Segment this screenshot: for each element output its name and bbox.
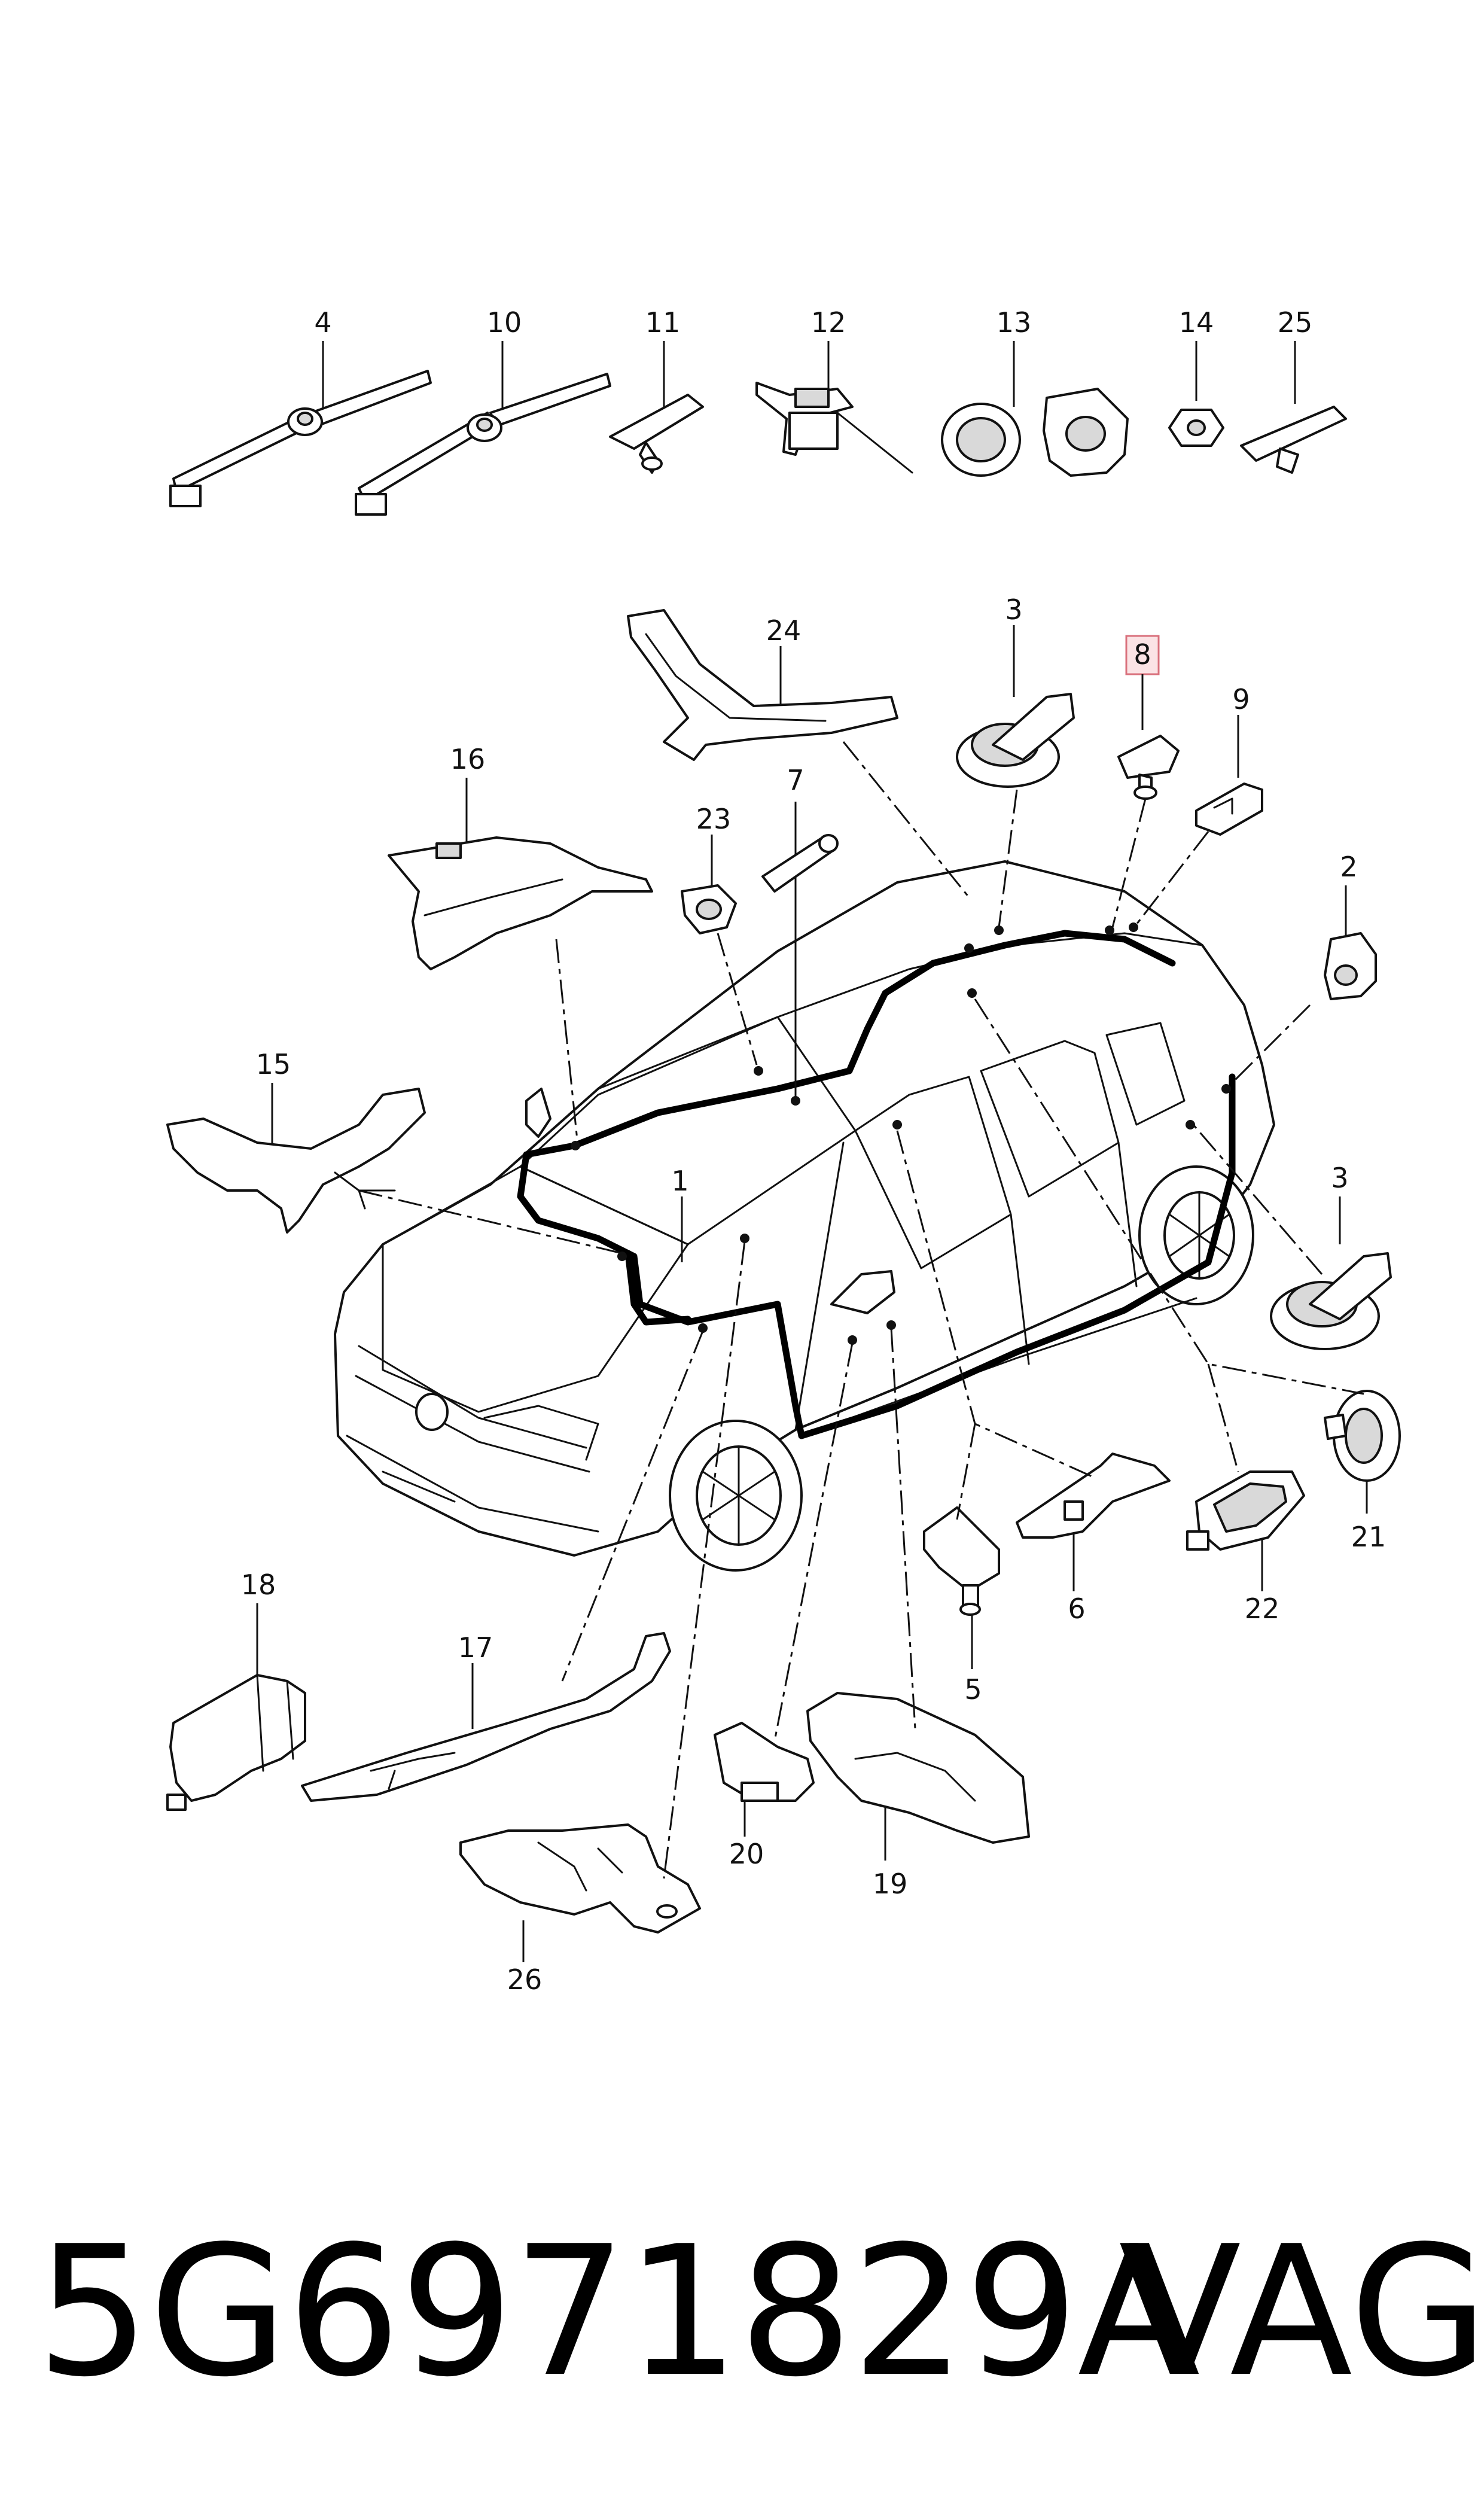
callout-4: 4 xyxy=(314,306,331,339)
callout-5: 5 xyxy=(964,1673,982,1706)
part-25-bracket xyxy=(1240,341,1347,474)
callout-20: 20 xyxy=(729,1838,764,1870)
callout-7: 7 xyxy=(787,764,804,796)
wiring-harness-main xyxy=(624,1250,691,1326)
callout-2: 2 xyxy=(1340,851,1357,883)
part-18-bracket xyxy=(166,1603,306,1811)
part-19-bracket xyxy=(806,1692,1030,1861)
part-9-bracket xyxy=(1195,715,1263,836)
part-3-grommet-right xyxy=(1270,1196,1392,1350)
callout-10: 10 xyxy=(487,306,522,339)
part-4-cable-tie xyxy=(169,341,432,507)
part-17-sill xyxy=(301,1632,671,1802)
part-13-grommet xyxy=(941,341,1129,477)
part-5-clip xyxy=(923,1506,1000,1669)
callout-13: 13 xyxy=(997,306,1032,339)
part-12-connector-holder xyxy=(755,341,913,474)
callout-3-right: 3 xyxy=(1331,1162,1348,1194)
part-10-cable-tie xyxy=(355,341,611,516)
wiring-harness-roof xyxy=(571,930,1176,1149)
callout-14: 14 xyxy=(1179,306,1214,339)
brand-name: VAG xyxy=(1119,2208,1484,2416)
callout-19: 19 xyxy=(873,1868,908,1900)
part-14-nut xyxy=(1168,341,1224,447)
part-20-clip xyxy=(714,1722,815,1837)
part-7-tube xyxy=(761,802,839,1101)
callout-22: 22 xyxy=(1245,1593,1280,1625)
callout-8: 8 xyxy=(1133,638,1151,671)
part-2-clip xyxy=(1324,885,1377,1000)
part-number: 5G6971829A xyxy=(36,2208,1200,2416)
callout-24: 24 xyxy=(766,614,802,647)
callout-26: 26 xyxy=(507,1963,543,1996)
callout-3-top: 3 xyxy=(1005,593,1022,626)
wiring-harness xyxy=(517,1073,1236,1439)
part-8-clip-highlighted xyxy=(1117,635,1180,800)
part-3-grommet-top xyxy=(956,625,1075,788)
callout-1: 1 xyxy=(671,1165,688,1197)
part-26-bracket xyxy=(459,1823,701,1962)
part-11-clip xyxy=(609,341,704,474)
callout-15: 15 xyxy=(256,1048,291,1080)
part-6-bracket xyxy=(1016,1453,1171,1591)
callout-18: 18 xyxy=(241,1569,276,1601)
part-22-grommet xyxy=(1186,1470,1305,1591)
callout-25: 25 xyxy=(1278,306,1313,339)
part-15-bracket xyxy=(166,1083,426,1234)
callout-11: 11 xyxy=(645,306,681,339)
callout-17: 17 xyxy=(458,1631,493,1664)
callout-16: 16 xyxy=(450,743,486,775)
callout-12: 12 xyxy=(811,306,846,339)
part-16-bracket xyxy=(388,778,653,970)
part-24-pillar-trim xyxy=(627,609,898,761)
callout-23: 23 xyxy=(696,803,732,835)
part-23-clip xyxy=(681,835,737,934)
dashed-leaders xyxy=(358,741,1364,1879)
callout-21: 21 xyxy=(1351,1521,1387,1553)
callout-9: 9 xyxy=(1232,683,1250,715)
part-21-grommet xyxy=(1324,1390,1401,1514)
callout-6: 6 xyxy=(1068,1593,1085,1625)
